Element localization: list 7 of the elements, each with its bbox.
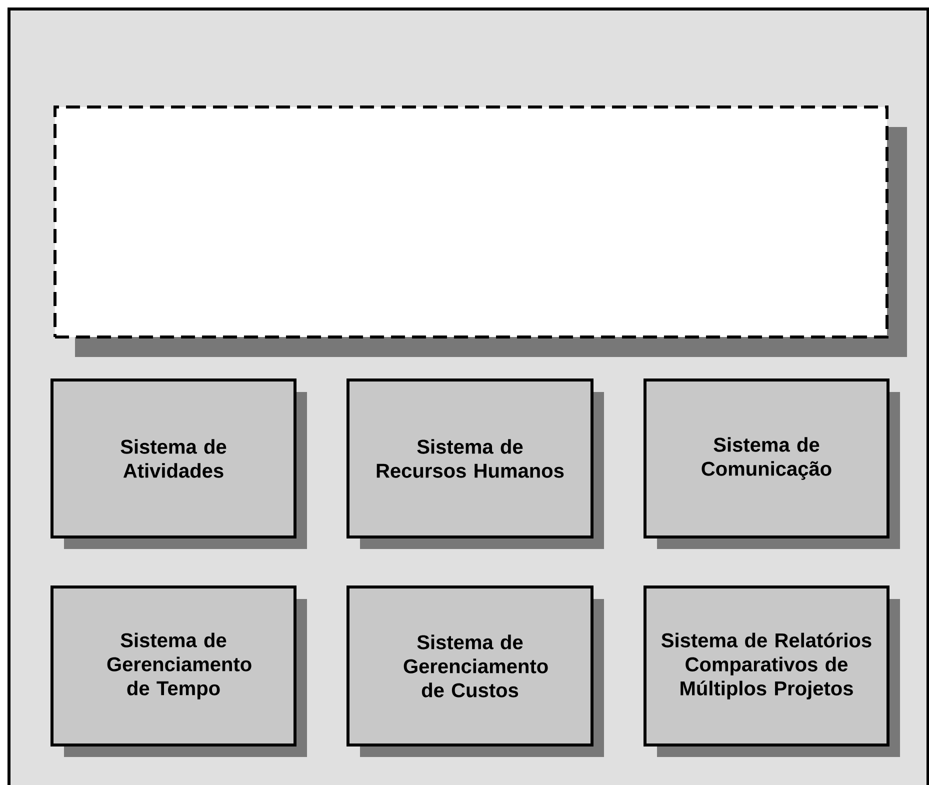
dashed-box xyxy=(54,106,888,338)
system-box: Sistema de Atividades xyxy=(50,378,296,538)
system-box: Sistema de Relatórios Comparativos de Múltiplos Projetos xyxy=(644,586,890,746)
system-box: Sistema de Recursos Humanos xyxy=(346,378,594,538)
system-box: Sistema de Comunicação xyxy=(644,378,890,538)
system-box: Sistema de Gerenciamento de Custos xyxy=(346,586,594,746)
system-box: Sistema de Gerenciamento de Tempo xyxy=(50,586,296,746)
